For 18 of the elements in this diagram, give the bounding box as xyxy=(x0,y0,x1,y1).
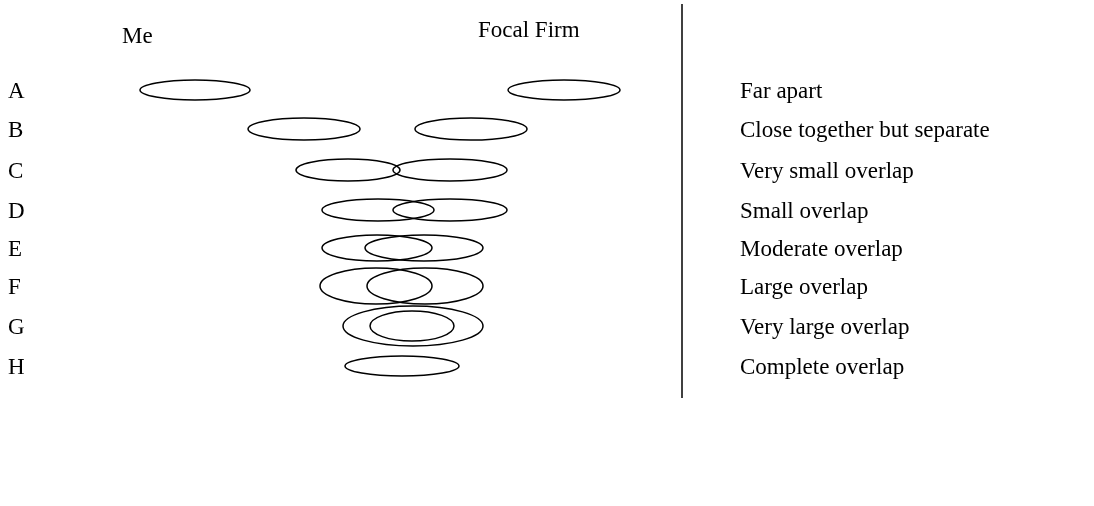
row-letter: C xyxy=(8,159,24,182)
row-letter: E xyxy=(8,237,23,260)
row-letter: G xyxy=(8,315,25,338)
column-heading: Me xyxy=(122,24,153,47)
overlap-description: Very large overlap xyxy=(740,315,910,338)
overlap-description: Complete overlap xyxy=(740,355,905,378)
row-letter: B xyxy=(8,118,24,141)
overlap-description: Far apart xyxy=(740,79,823,102)
row-letter: D xyxy=(8,199,25,222)
overlap-description: Large overlap xyxy=(740,275,868,298)
overlap-description: Small overlap xyxy=(740,199,869,222)
row-letter: H xyxy=(8,355,25,378)
row-letter: F xyxy=(8,275,21,298)
overlap-description: Moderate overlap xyxy=(740,237,903,260)
column-heading: Focal Firm xyxy=(478,18,580,41)
overlap-description: Very small overlap xyxy=(740,159,914,182)
row-letter: A xyxy=(8,79,25,102)
overlap-description: Close together but separate xyxy=(740,118,990,141)
